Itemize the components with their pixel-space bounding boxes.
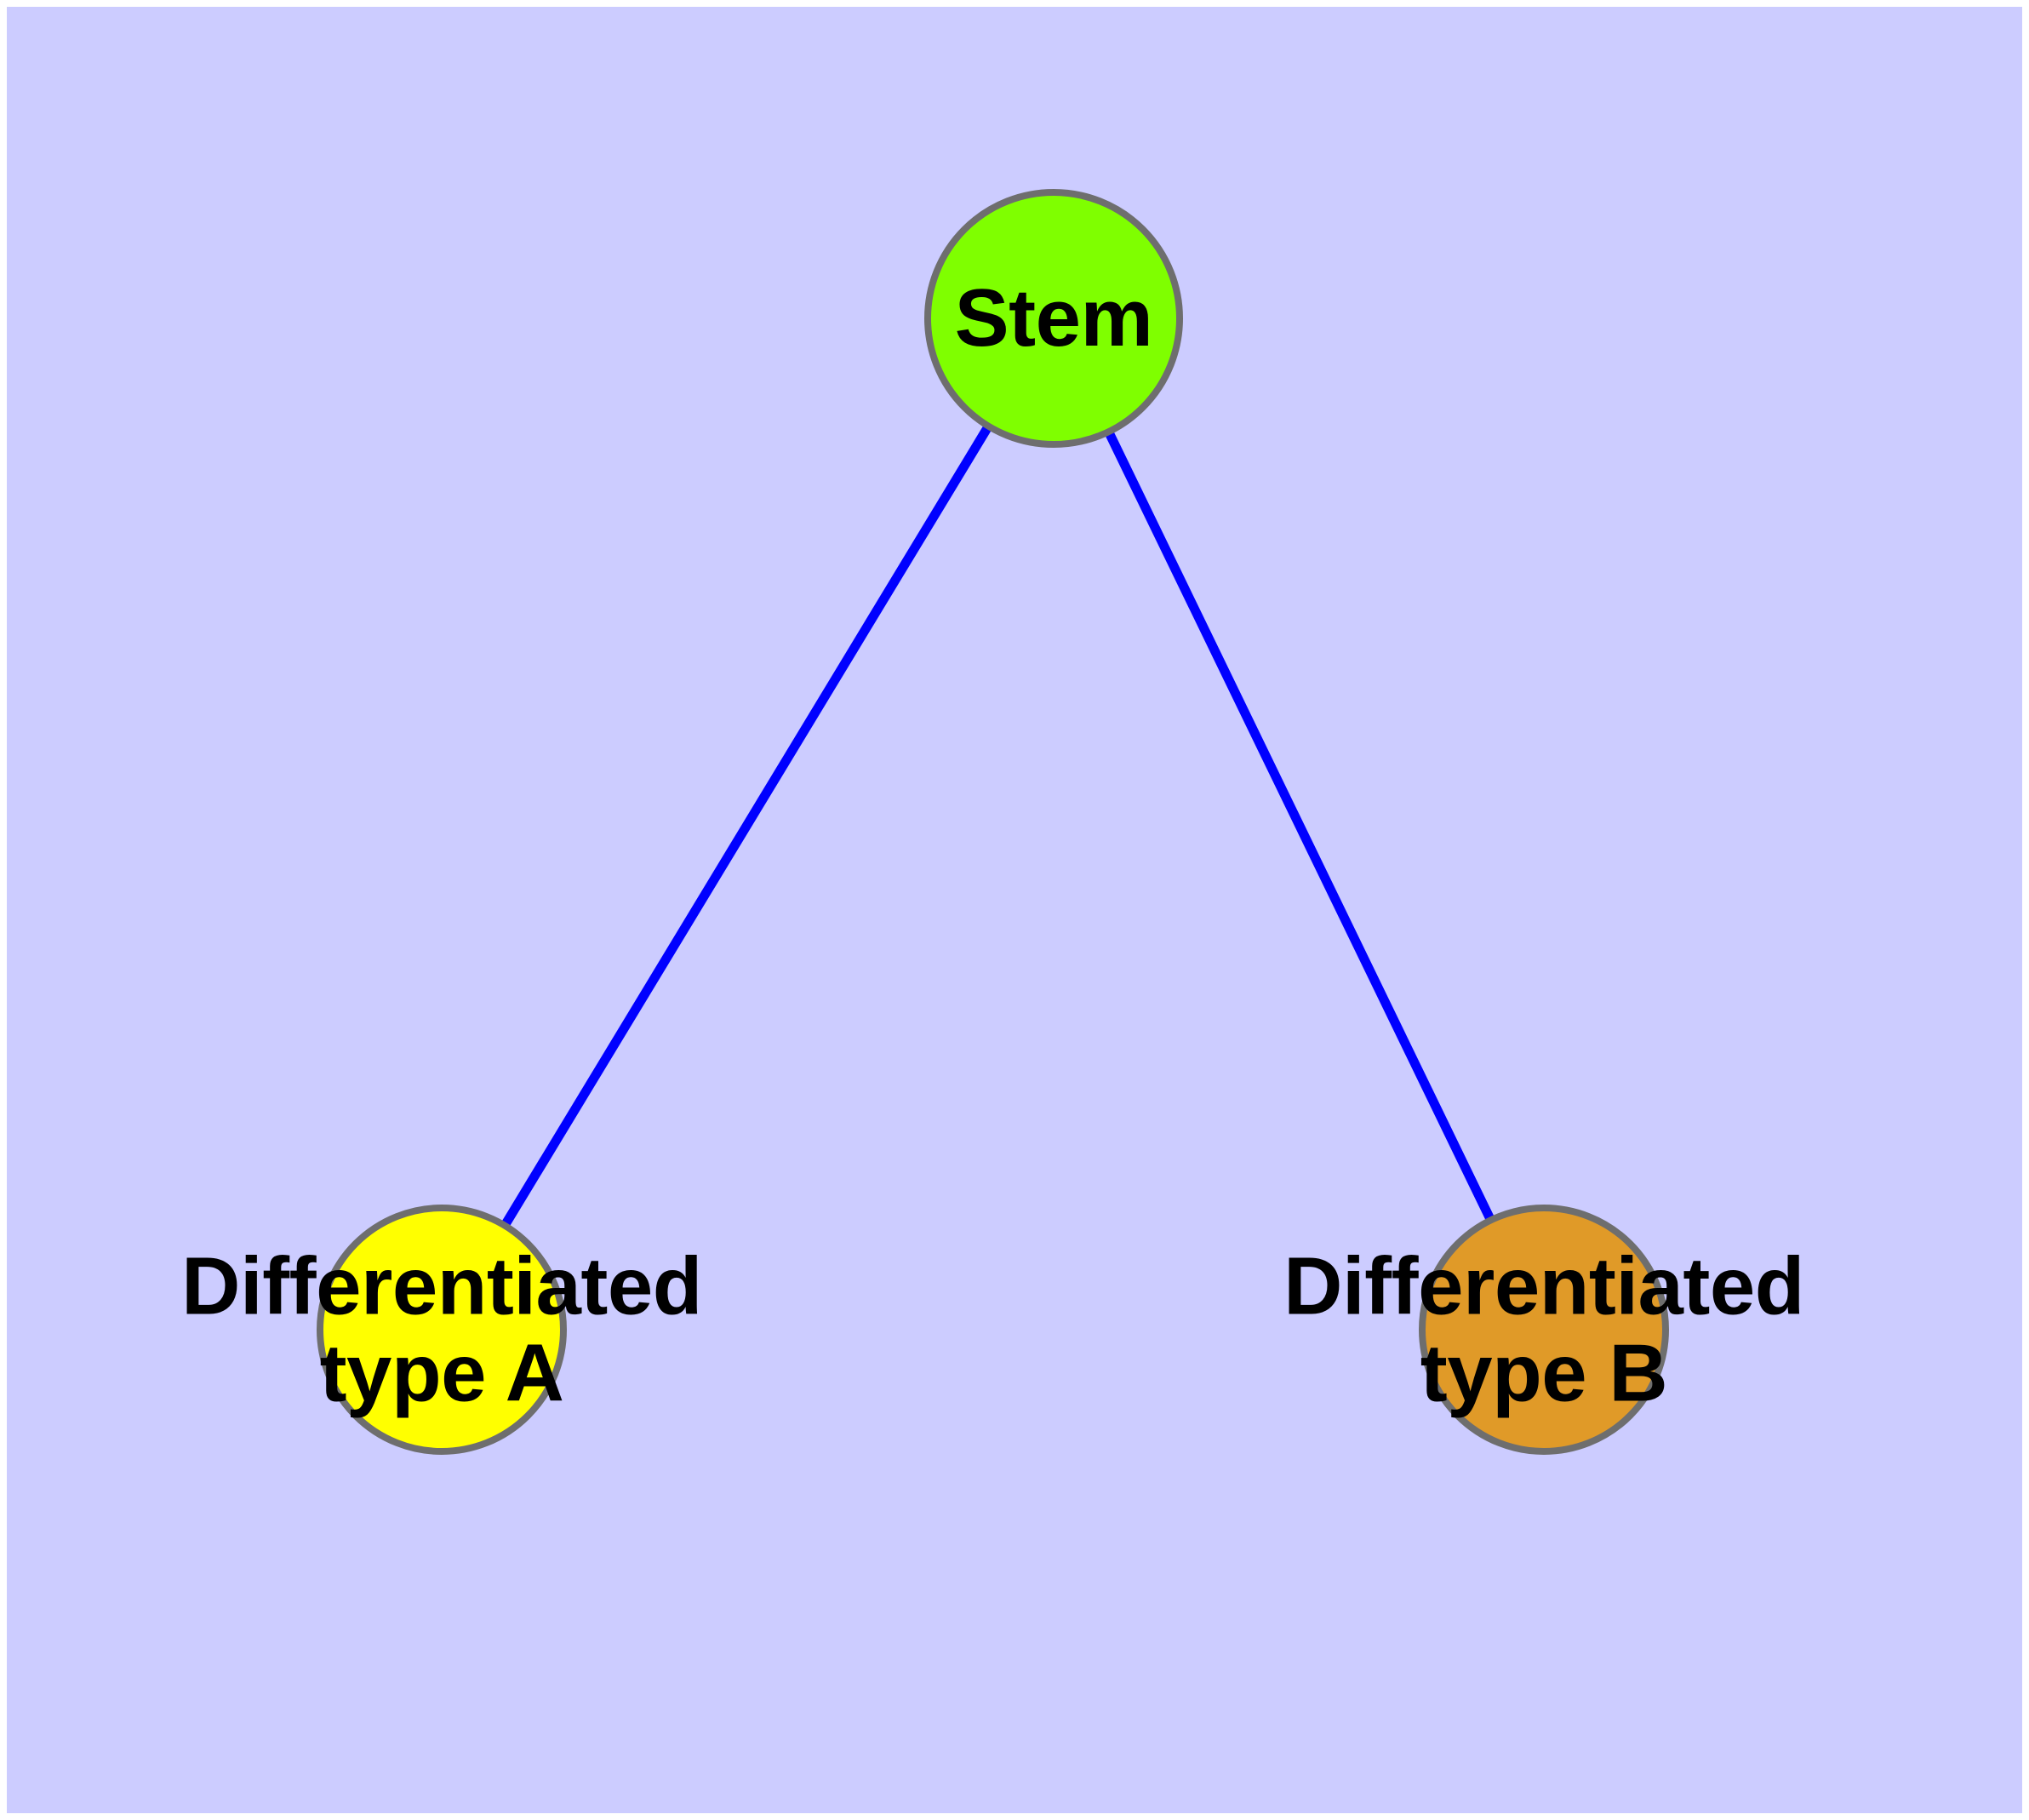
node-circle-stem[interactable] <box>924 189 1183 448</box>
node-circle-differentiated-a[interactable] <box>317 1205 567 1455</box>
nodes-group <box>317 189 1669 1455</box>
edges-group <box>501 425 1495 1227</box>
edge-stem-to-a <box>501 425 992 1227</box>
node-circle-differentiated-b[interactable] <box>1419 1205 1669 1455</box>
edge-stem-to-b <box>1105 431 1495 1221</box>
